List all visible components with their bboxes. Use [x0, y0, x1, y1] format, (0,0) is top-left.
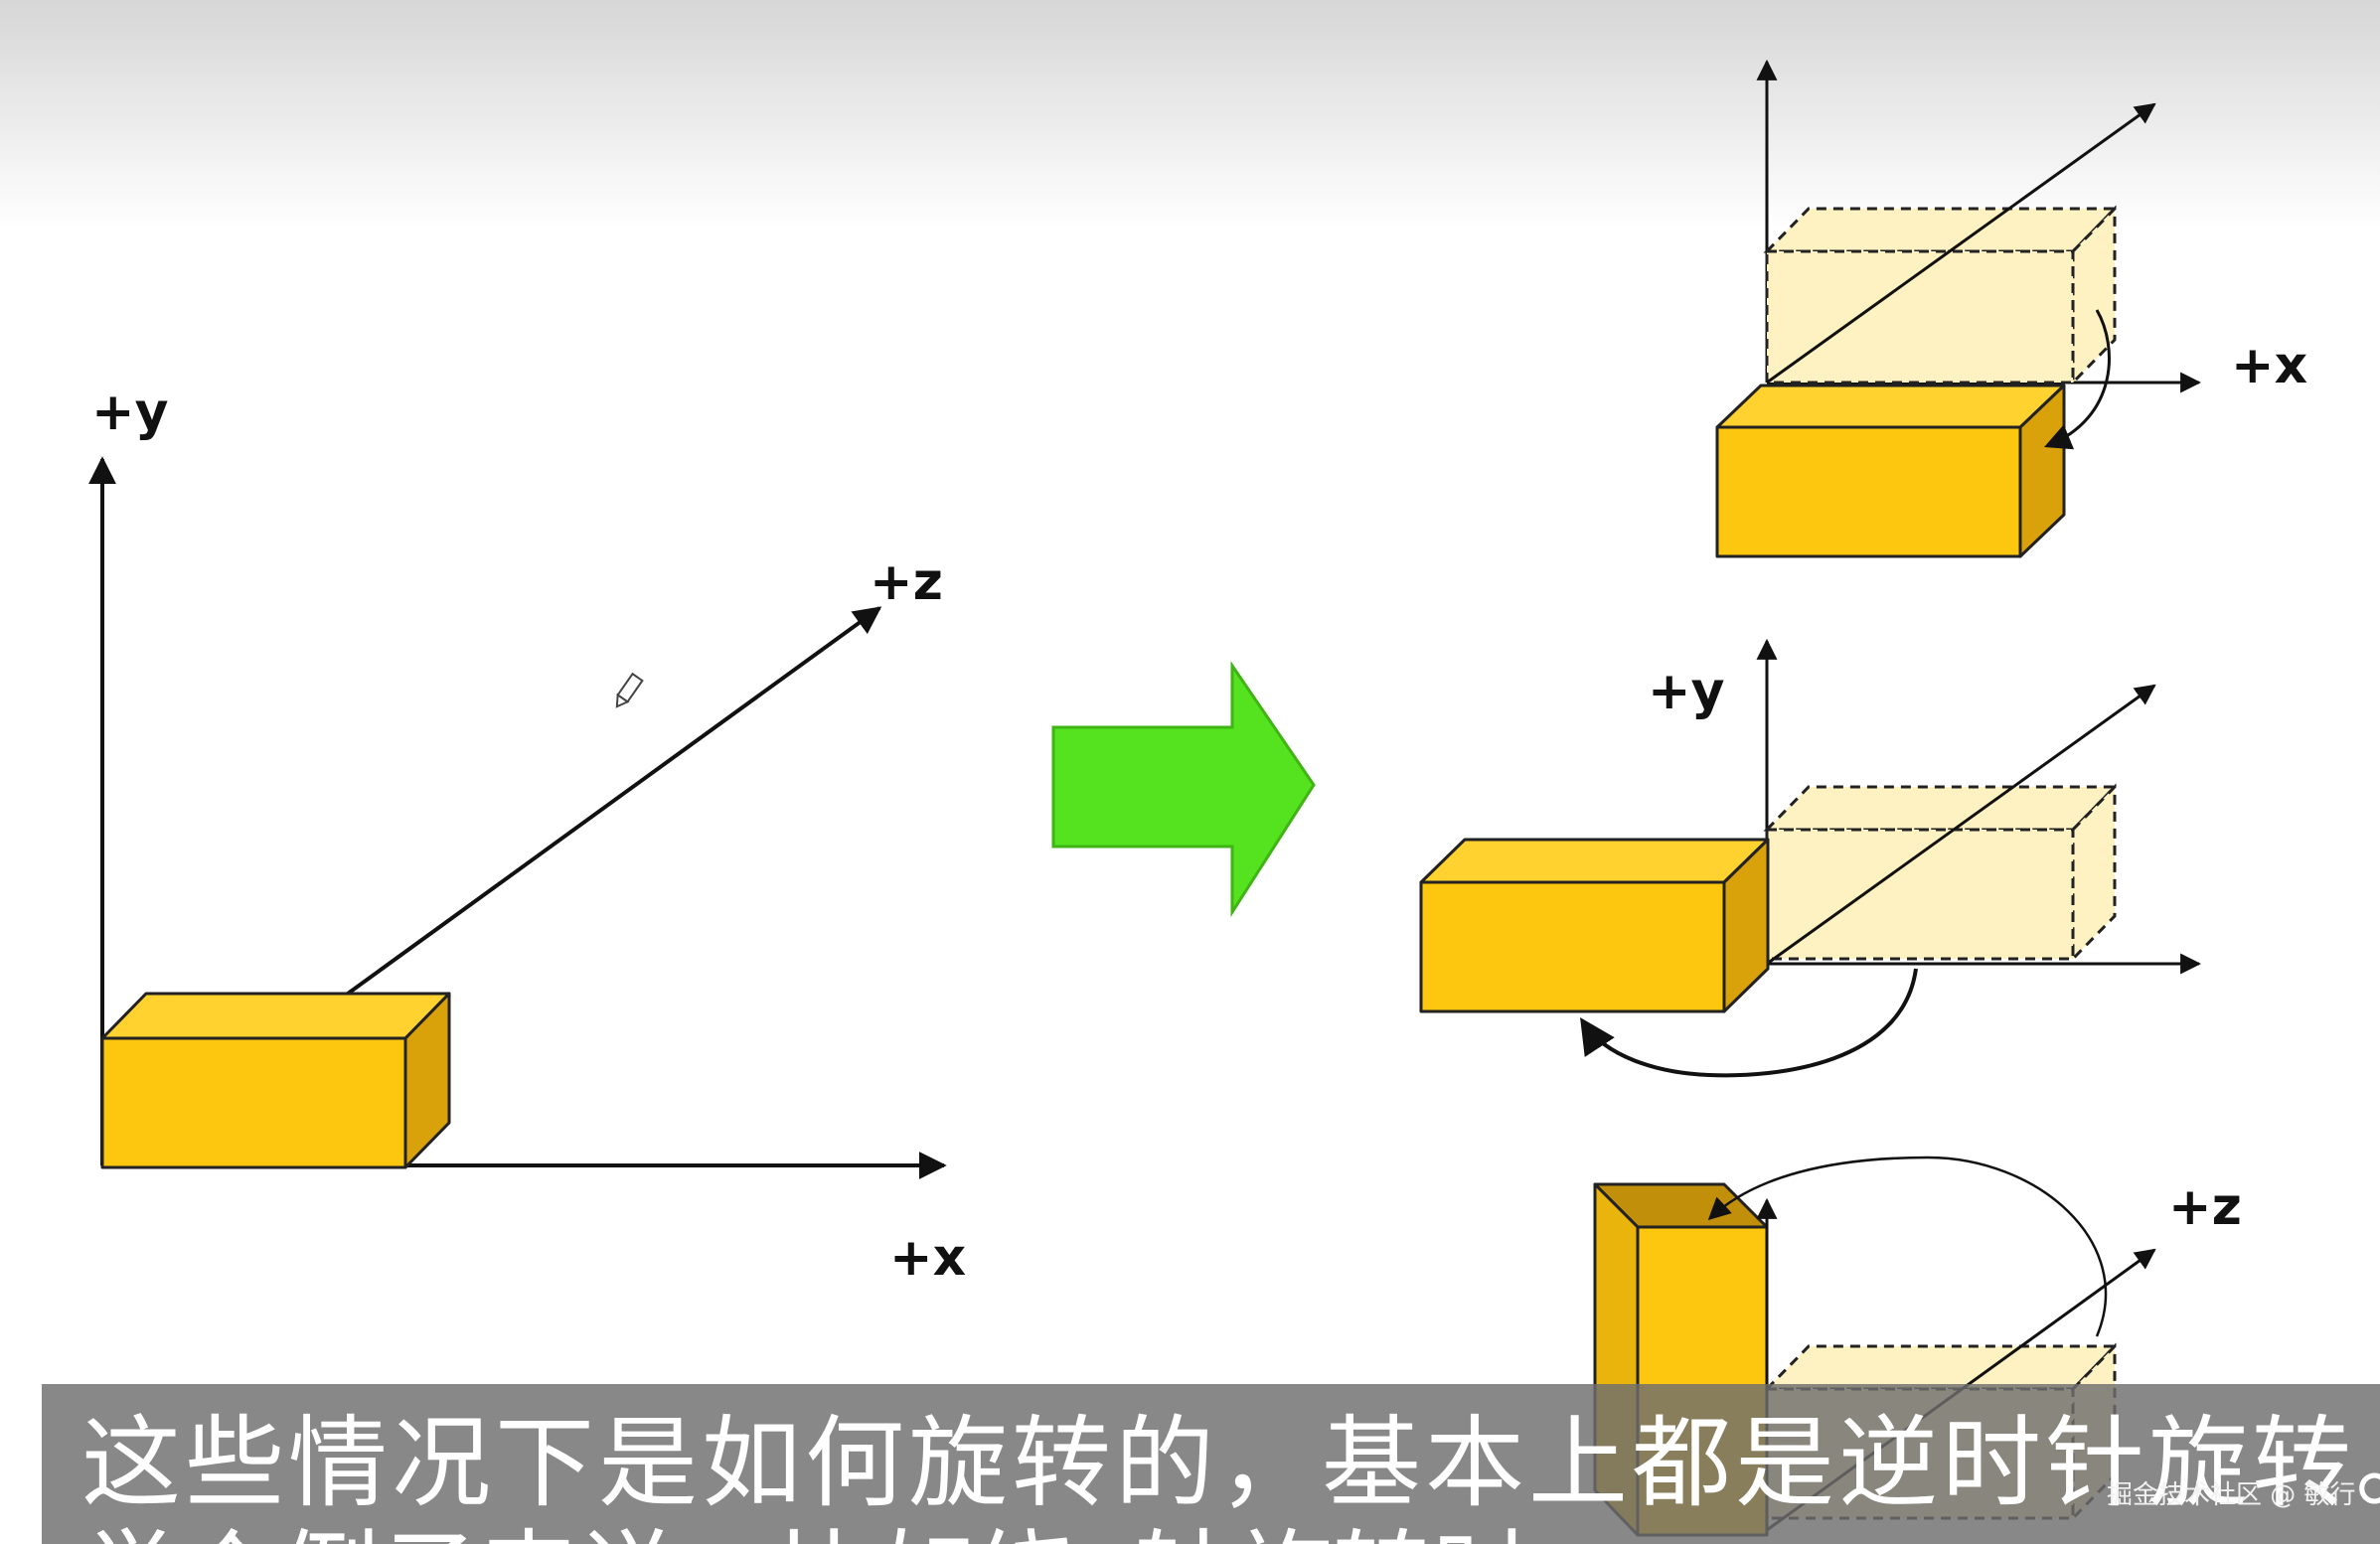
ry-y-label: +y: [1648, 662, 1724, 721]
green-transform-arrow: [1051, 661, 1316, 918]
rx-box: [1715, 384, 2066, 558]
rz-z-label: +z: [2168, 1177, 2242, 1237]
rz-rotation-arrow: [1707, 1156, 2108, 1337]
subtitle-line: 这些情况下是如何旋转的，基本上都是逆时针旋转。: [81, 1405, 2380, 1521]
main-x-label: +x: [889, 1228, 966, 1288]
subtitle-next-line: 举个例子来说，比如绕x轴旋转时: [81, 1518, 1531, 1544]
top-shadow: [0, 0, 2380, 229]
main-z-label: +z: [870, 552, 943, 612]
ry-z-axis: [1766, 684, 2156, 966]
rotation-x-diagram: +x: [1715, 59, 2307, 558]
ry-rotation-arrow: [1580, 968, 1918, 1078]
subtitle-bar: [42, 1384, 2380, 1544]
pencil-cursor-icon: [615, 672, 644, 708]
main-box-top: [100, 992, 451, 1040]
rx-rotation-arrow: [2044, 309, 2111, 450]
main-y-label: +y: [91, 383, 168, 442]
main-coordinate-system: +y +z +x: [88, 383, 966, 1288]
rx-x-label: +x: [2231, 336, 2307, 395]
rotation-y-diagram: +y: [1419, 638, 2202, 1078]
rx-ghost-box: [1763, 205, 2119, 386]
watermark: 掘金技术社区 @ 敏行: [2107, 1480, 2356, 1510]
main-box: [100, 992, 451, 1169]
main-box-front: [100, 1036, 407, 1169]
rx-z-axis: [1766, 102, 2156, 385]
ry-ghost-box: [1763, 783, 2119, 963]
ry-box: [1419, 838, 1770, 1013]
main-z-axis: [346, 606, 882, 996]
